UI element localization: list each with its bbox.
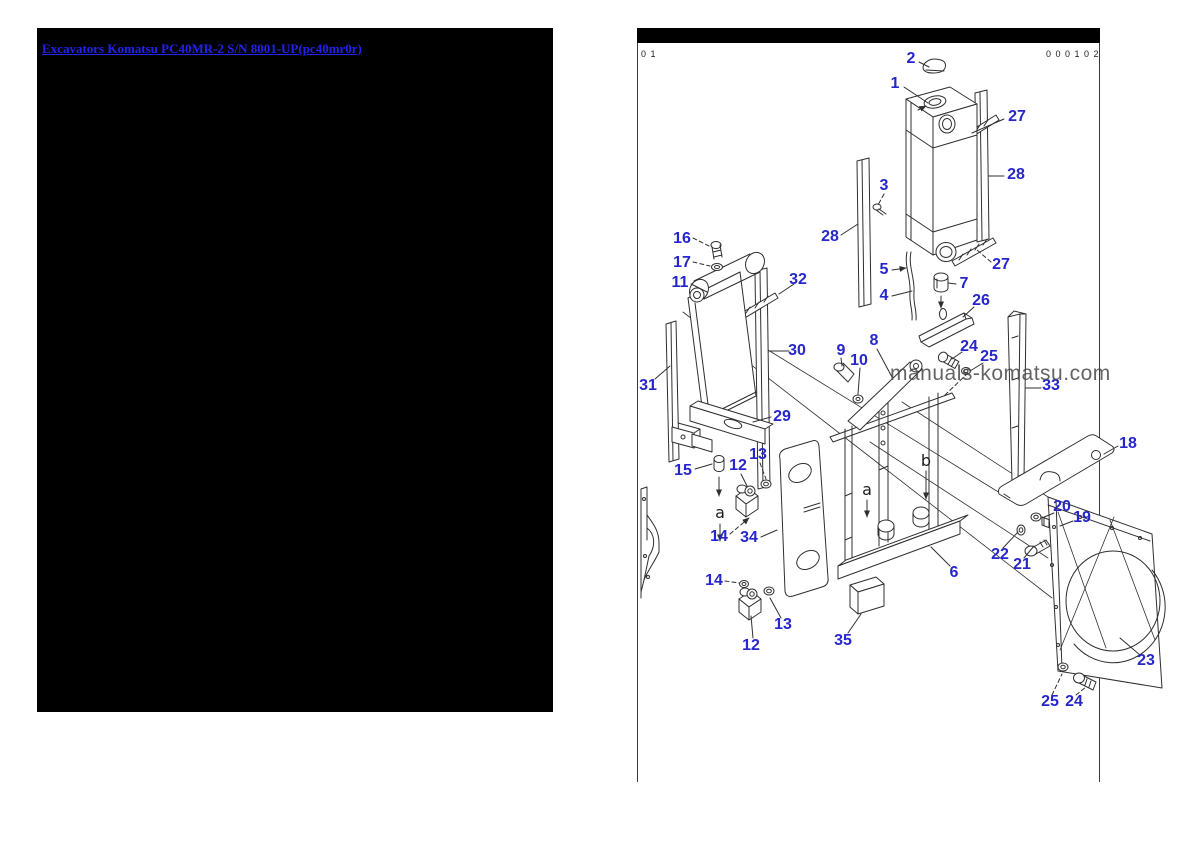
part-24-bolt-mid <box>937 351 960 369</box>
part-14-ring-lower <box>739 580 749 588</box>
page-code-right: 0 0 0 1 0 2 <box>1046 49 1100 59</box>
watermark: manuals-komatsu.com <box>890 362 1111 385</box>
left-edge-panel <box>640 486 660 599</box>
part-17-washer <box>711 263 723 271</box>
part-21-bolt <box>1024 539 1051 557</box>
part-35-block <box>849 576 885 615</box>
part-2-radiator-cap <box>922 58 946 74</box>
part-28-bar-left <box>856 157 872 308</box>
part-9-bolt <box>833 362 855 383</box>
catalog-model-link[interactable]: Excavators Komatsu PC40MR-2 S/N 8001-UP(… <box>42 41 362 56</box>
part-26-bar <box>918 312 975 348</box>
part-13-ring-upper <box>760 479 772 489</box>
part-13-ring-lower <box>763 586 775 596</box>
leader-lines <box>654 61 1141 696</box>
part-10-washer <box>852 394 864 404</box>
part-24-bolt-bottom <box>1073 672 1097 691</box>
page-top-bar <box>637 28 1100 43</box>
part-22-washer <box>1016 524 1026 536</box>
part-29-bracket <box>671 400 774 453</box>
part-4-5-tube <box>905 251 917 321</box>
part-6-frame <box>829 392 969 580</box>
part-31-bar <box>665 320 680 463</box>
page-code-left: 0 1 <box>641 49 657 59</box>
part-16-bolt <box>710 241 723 260</box>
part-18-plate <box>997 434 1115 506</box>
part-12-fitting-upper <box>735 484 759 518</box>
part-15-plug <box>713 455 725 497</box>
part-11-oil-cooler <box>687 251 765 423</box>
part-27-rod-bottom <box>951 237 997 267</box>
part-3-screw <box>872 203 887 216</box>
part-12-fitting-lower <box>738 587 762 621</box>
left-black-panel: Excavators Komatsu PC40MR-2 S/N 8001-UP(… <box>37 28 553 712</box>
part-7-cap <box>933 272 949 320</box>
part-25-washer-bottom <box>1057 662 1069 672</box>
part-23-fan-shroud <box>1047 496 1166 689</box>
part-33-bar <box>1007 310 1027 484</box>
part-34-plate <box>779 440 829 597</box>
part-1-radiator <box>905 86 978 262</box>
part-20-washer <box>1030 512 1042 522</box>
part-8-arm <box>847 359 923 431</box>
